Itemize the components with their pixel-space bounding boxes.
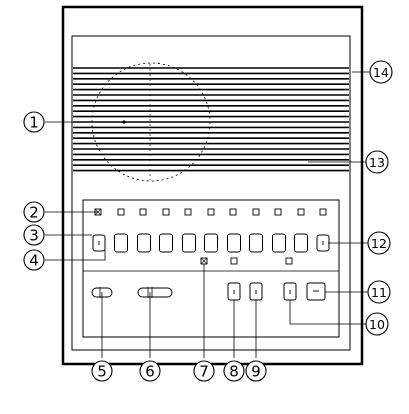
call-led-indicator [297,208,305,216]
callout-5: 5 [91,360,113,382]
call-led-indicator [274,208,282,216]
callout-8-circle [223,360,245,382]
led-indicator-b [285,257,293,265]
callout-14: 14 [369,60,393,84]
callout-10-number: 10 [369,317,385,332]
call-led-indicator [207,208,215,216]
speaker-grille [73,67,349,172]
callout-6-number: 6 [145,363,155,381]
control-panel [82,199,340,338]
callout-4: 4 [23,249,45,271]
callout-3-circle [23,224,45,246]
call-led-indicator [229,208,237,216]
callout-10-circle [365,312,389,336]
select-key[interactable] [114,233,128,253]
led-indicator-a [230,257,238,265]
callout-6-circle [139,360,161,382]
callout-8-number: 8 [229,363,239,381]
callout-8: 8 [223,360,245,382]
callout-12-circle [367,231,391,255]
select-key-row [92,233,330,253]
callout-3: 3 [23,224,45,246]
select-key[interactable] [227,233,241,253]
call-led-indicator [117,208,125,216]
callout-9: 9 [245,360,267,382]
front-panel [71,35,351,351]
callout-2: 2 [23,201,45,223]
callout-1-number: 1 [29,114,39,132]
callout-4-number: 4 [29,252,39,270]
callout-2-number: 2 [29,204,39,222]
callout-labels: 1 2 3 4 5 6 7 8 [23,60,393,382]
led-indicator-row [94,208,327,216]
callout-1: 1 [23,111,45,133]
leader-10 [289,300,366,325]
callout-10: 10 [365,312,389,336]
callout-1-circle [23,111,45,133]
callout-3-number: 3 [29,227,39,245]
callout-2-circle [23,201,45,223]
callout-13: 13 [365,150,389,174]
callout-11-circle [367,280,391,304]
callout-11: 11 [367,280,391,304]
callout-11-number: 11 [371,285,387,300]
callout-7-circle [193,360,215,382]
select-key[interactable] [294,233,308,253]
callout-9-number: 9 [251,363,261,381]
select-key[interactable] [272,233,286,253]
callout-12-number: 12 [371,236,387,251]
call-led-indicator [319,208,327,216]
callout-5-number: 5 [97,363,107,381]
callout-7-number: 7 [199,363,209,381]
button-11[interactable] [306,282,326,301]
callout-14-number: 14 [373,65,389,80]
select-key[interactable] [204,233,218,253]
slide-control-6[interactable] [137,287,173,298]
callout-14-circle [369,60,393,84]
select-key[interactable] [137,233,151,253]
talk-led-mark-2 [200,257,208,265]
select-key[interactable] [182,233,196,253]
select-key[interactable] [159,233,173,253]
callout-4-circle [23,249,45,271]
leader-4 [45,250,106,261]
callout-9-circle [245,360,267,382]
call-led-indicator [162,208,170,216]
callout-12: 12 [367,231,391,255]
callout-7: 7 [193,360,215,382]
all-call-key[interactable] [92,234,106,252]
callout-13-number: 13 [369,155,385,170]
outer-enclosure [61,5,364,366]
call-led-indicator [252,208,260,216]
callout-6: 6 [139,360,161,382]
call-led-indicator [139,208,147,216]
leader-lines [45,71,370,358]
callout-13-circle [365,150,389,174]
select-key[interactable] [249,233,263,253]
callout-5-circle [91,360,113,382]
call-led-indicator [184,208,192,216]
